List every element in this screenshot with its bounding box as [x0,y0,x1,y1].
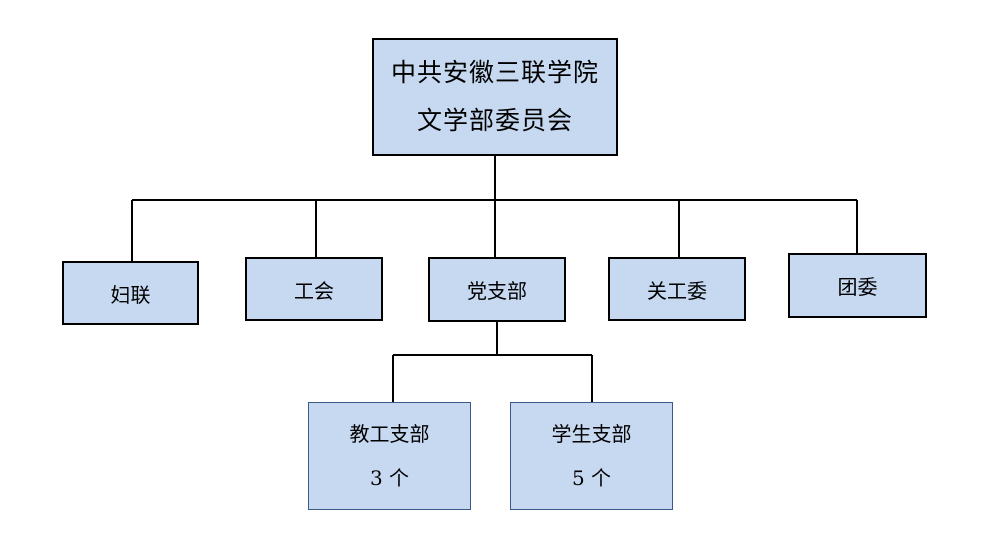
node-gonghui: 工会 [245,257,383,321]
node-gonghui-label: 工会 [294,278,334,303]
node-jiaogong-zhibu: 教工支部 3 个 [308,402,471,510]
root-title-line2: 文学部委员会 [416,106,573,135]
node-jiaogong-label: 教工支部 [349,422,430,446]
node-dangzhibu: 党支部 [428,257,566,322]
node-guangongwei: 关工委 [608,257,746,321]
root-title-line1: 中共安徽三联学院 [390,58,599,87]
node-guangongwei-label: 关工委 [647,278,707,303]
node-xuesheng-label: 学生支部 [551,422,632,446]
node-dangzhibu-label: 党支部 [467,279,527,303]
node-fulian-label: 妇联 [110,282,151,307]
node-fulian: 妇联 [62,261,199,325]
node-tuanwei: 团委 [788,253,927,318]
node-jiaogong-count: 3 个 [369,466,410,490]
root-committee-box: 中共安徽三联学院 文学部委员会 [372,38,618,156]
node-xuesheng-zhibu: 学生支部 5 个 [510,402,673,510]
node-xuesheng-count: 5 个 [571,466,612,490]
node-tuanwei-label: 团委 [837,275,878,299]
